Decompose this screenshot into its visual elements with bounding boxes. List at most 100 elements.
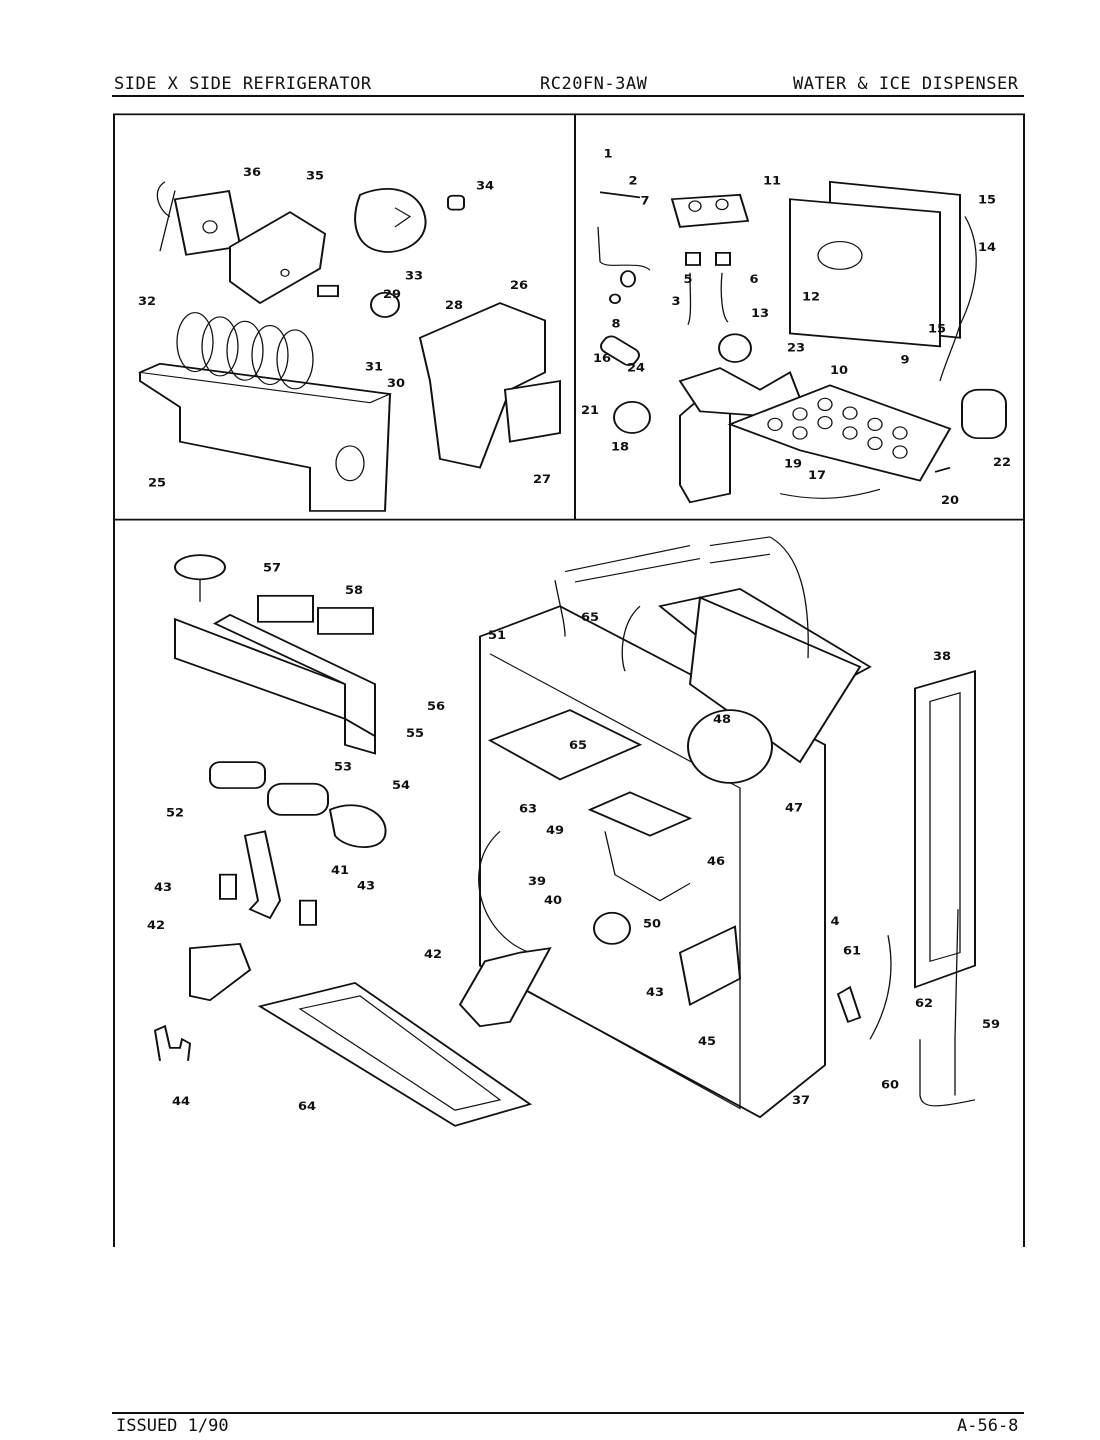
valve-screw xyxy=(599,191,641,199)
part-label-34: 34 xyxy=(476,179,494,192)
switch-bracket xyxy=(174,613,376,755)
part-label-32: 32 xyxy=(138,295,156,308)
part-label-49: 49 xyxy=(546,824,564,837)
part-label-44: 44 xyxy=(172,1095,190,1108)
part-label-12: 12 xyxy=(802,290,820,303)
part-label-38: 38 xyxy=(933,650,951,663)
thermostat-callout xyxy=(613,400,651,434)
drip-tray-grille xyxy=(257,981,533,1127)
insulation-panel xyxy=(914,669,976,989)
ice-mold xyxy=(727,384,952,482)
part-label-41: 41 xyxy=(331,864,349,877)
part-label-60: 60 xyxy=(881,1078,899,1091)
part-label-62: 62 xyxy=(915,997,933,1010)
fill-tube-bottom xyxy=(869,935,892,1040)
part-label-36: 36 xyxy=(243,166,261,179)
part-label-54: 54 xyxy=(392,779,410,792)
actuator-arm xyxy=(604,831,691,902)
part-label-65: 65 xyxy=(581,611,599,624)
part-label-27: 27 xyxy=(533,473,551,486)
part-label-42: 42 xyxy=(147,919,165,932)
footer-page-code: A-56-8 xyxy=(957,1416,1019,1436)
wiring xyxy=(779,488,881,499)
part-label-15: 15 xyxy=(928,322,946,335)
part-label-14: 14 xyxy=(978,241,996,254)
part-label-35: 35 xyxy=(306,169,324,182)
part-label-43: 43 xyxy=(154,881,172,894)
part-label-10: 10 xyxy=(830,364,848,377)
part-label-4: 4 xyxy=(830,915,839,928)
shut-off-arm xyxy=(961,388,1007,440)
part-label-23: 23 xyxy=(787,341,805,354)
footer-rule xyxy=(112,1412,1024,1414)
part-label-25: 25 xyxy=(148,477,166,490)
fill-cup-heater xyxy=(600,335,640,366)
part-label-56: 56 xyxy=(427,700,445,713)
part-label-51: 51 xyxy=(488,629,506,642)
part-label-6: 6 xyxy=(749,273,758,286)
part-label-28: 28 xyxy=(445,299,463,312)
part-label-39: 39 xyxy=(528,875,546,888)
header-title-right: WATER & ICE DISPENSER xyxy=(793,74,1019,94)
dispenser-switch xyxy=(174,554,226,602)
part-label-65: 65 xyxy=(569,739,587,752)
drain-tube xyxy=(919,1039,976,1107)
part-label-43: 43 xyxy=(357,879,375,892)
motor-bracket xyxy=(229,211,327,305)
grommet xyxy=(718,333,752,363)
water-tube-2 xyxy=(720,272,729,323)
part-label-18: 18 xyxy=(611,440,629,453)
diagram-frame xyxy=(113,113,1025,1248)
water-tube xyxy=(687,272,692,325)
part-label-55: 55 xyxy=(406,727,424,740)
header-title-left: SIDE X SIDE REFRIGERATOR xyxy=(114,74,372,94)
part-label-53: 53 xyxy=(334,761,352,774)
part-label-22: 22 xyxy=(993,456,1011,469)
part-label-17: 17 xyxy=(808,469,826,482)
part-label-48: 48 xyxy=(713,713,731,726)
light-cord xyxy=(478,830,531,954)
chute-bracket xyxy=(487,709,643,781)
tube-nut xyxy=(620,270,636,288)
retainer-clip xyxy=(317,284,339,298)
part-label-2: 2 xyxy=(628,174,637,187)
bulb-callout xyxy=(593,911,631,945)
part-label-11: 11 xyxy=(763,174,781,187)
header-rule xyxy=(112,95,1024,97)
part-label-1: 1 xyxy=(603,147,612,160)
exploded-parts-diagram xyxy=(113,113,1025,1248)
part-label-59: 59 xyxy=(982,1018,1000,1031)
part-label-7: 7 xyxy=(640,194,649,207)
part-label-64: 64 xyxy=(298,1100,316,1113)
light-socket xyxy=(209,761,387,848)
mold-screw xyxy=(934,466,951,473)
part-label-46: 46 xyxy=(707,855,725,868)
part-label-47: 47 xyxy=(785,801,803,814)
micro-switches xyxy=(257,594,374,635)
water-valve xyxy=(670,193,750,266)
part-label-40: 40 xyxy=(544,894,562,907)
crusher-cam xyxy=(354,188,427,253)
chute-door-callout xyxy=(687,709,773,784)
part-label-33: 33 xyxy=(405,270,423,283)
fill-tube xyxy=(597,226,651,271)
motor-cover xyxy=(678,925,742,1006)
header-model-number: RC20FN-3AW xyxy=(540,74,648,94)
part-label-26: 26 xyxy=(510,279,528,292)
part-label-20: 20 xyxy=(941,494,959,507)
part-label-24: 24 xyxy=(627,361,645,374)
part-label-3: 3 xyxy=(671,295,680,308)
spring xyxy=(153,1024,192,1061)
part-label-31: 31 xyxy=(365,360,383,373)
part-label-30: 30 xyxy=(387,377,405,390)
auger-drive-wheel xyxy=(370,291,400,318)
part-label-21: 21 xyxy=(581,404,599,417)
part-label-52: 52 xyxy=(166,806,184,819)
drive-nut xyxy=(447,194,465,211)
ice-maker-mounting-plate xyxy=(789,180,961,348)
part-label-58: 58 xyxy=(345,584,363,597)
part-label-15: 15 xyxy=(978,193,996,206)
tube-clamp xyxy=(609,293,621,304)
part-label-57: 57 xyxy=(263,561,281,574)
